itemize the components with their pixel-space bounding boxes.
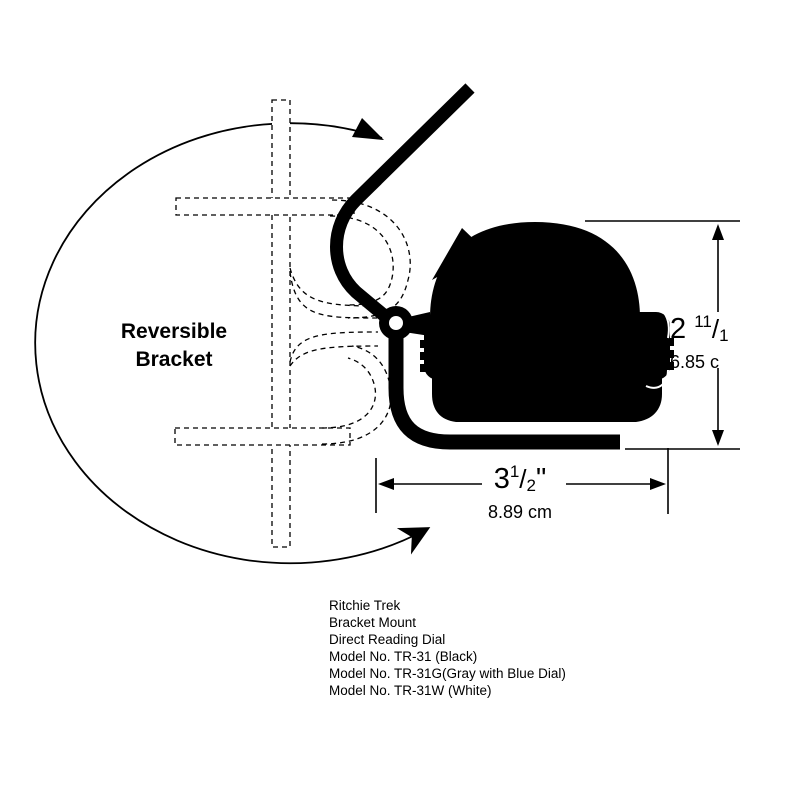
height-fraction-slash: / [711,314,720,344]
reversible-bracket-caption: Reversible Bracket [112,318,236,374]
model-gray: Model No. TR-31G(Gray with Blue Dial) [329,666,566,681]
width-whole: 3 [493,463,510,495]
width-dimension-label: 31/2" 8.89 cm [440,456,600,522]
width-unit: " [536,463,547,495]
height-dimension-lines [585,220,740,450]
width-fraction-numerator: 1 [509,462,520,481]
height-fraction-numerator: 11 [694,312,712,331]
model-white: Model No. TR-31W (White) [329,683,492,698]
width-fraction-denominator: 2 [526,476,536,495]
width-dimension-lines [375,448,669,514]
rotation-arc-top-arrowhead [352,118,384,140]
pivot-knob [379,306,413,340]
product-info-block: Ritchie Trek Bracket Mount Direct Readin… [329,597,566,699]
height-imperial: 2 11/1 [670,306,800,352]
width-metric: 8.89 cm [487,502,553,522]
rotation-arc-arrow [34,122,431,565]
dial-type: Direct Reading Dial [329,632,446,647]
height-metric: 6.85 c [670,352,720,372]
dashed-bracket-positions [174,99,411,548]
mount-type: Bracket Mount [329,615,417,630]
caption-line-1: Reversible [120,320,228,343]
width-fraction-slash: / [519,464,527,494]
height-whole: 2 [670,313,687,345]
product-name: Ritchie Trek [329,598,401,613]
compass-body [420,222,674,422]
height-dimension-label: 2 11/1 6.85 c [670,306,800,372]
model-black: Model No. TR-31 (Black) [329,649,478,664]
width-imperial: 31/2" [440,456,600,502]
height-fraction-denominator: 1 [719,326,729,345]
caption-line-2: Bracket [135,348,213,371]
solid-bracket [330,83,620,450]
